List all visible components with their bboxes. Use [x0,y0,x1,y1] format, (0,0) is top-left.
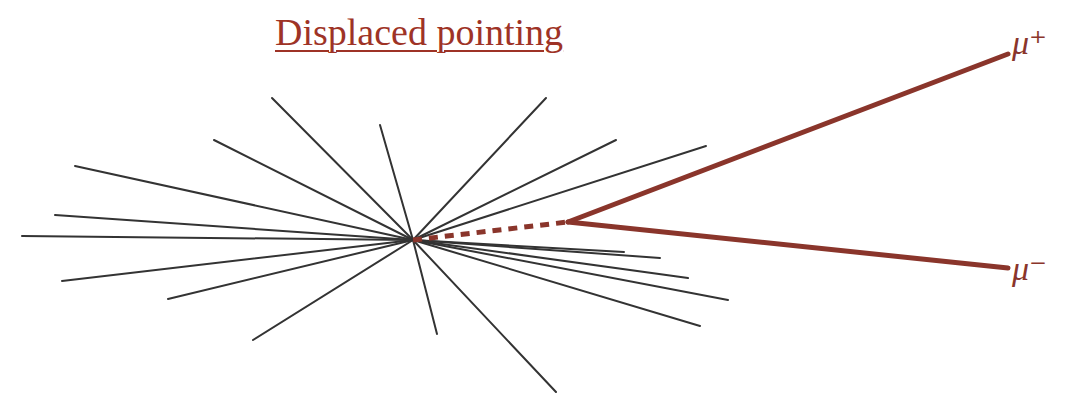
diagram-title: Displaced pointing [275,10,563,54]
displaced-flight [413,222,568,240]
particle-label: μ⁺ [1012,22,1047,62]
muon-tracks [568,54,1008,268]
particle-label: μ⁻ [1012,248,1047,288]
hadron-tracks [22,98,728,392]
